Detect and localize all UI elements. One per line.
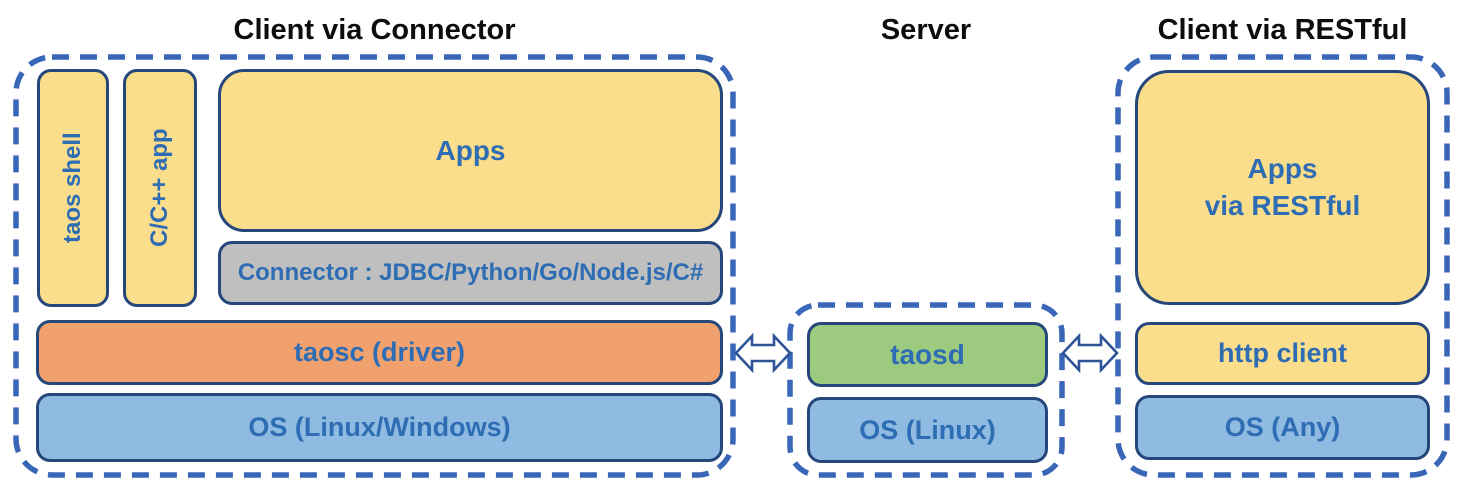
double-arrow-icon: [734, 332, 792, 374]
apps-via-restful-line2: via RESTful: [1204, 189, 1361, 221]
taos-shell-box: taos shell: [37, 69, 109, 307]
apps-via-restful-box: Apps via RESTful: [1135, 70, 1430, 305]
group-client-via-restful: Apps via RESTful http client OS (Any): [1118, 57, 1447, 475]
http-client-box: http client: [1135, 322, 1430, 385]
apps-box: Apps: [218, 69, 723, 232]
client-connector-title: Client via Connector: [233, 14, 516, 46]
os-any-box: OS (Any): [1135, 395, 1430, 460]
group-server: taosd OS (Linux): [790, 305, 1062, 475]
os-linux-windows-box: OS (Linux/Windows): [36, 393, 723, 462]
taosc-driver-box: taosc (driver): [36, 320, 723, 385]
group-client-via-connector: taos shell C/C++ app Apps Connector : JD…: [16, 57, 733, 475]
connector-box: Connector : JDBC/Python/Go/Node.js/C#: [218, 241, 723, 305]
cpp-app-box: C/C++ app: [123, 69, 197, 307]
os-linux-box: OS (Linux): [807, 397, 1048, 463]
server-title: Server: [880, 14, 972, 46]
client-restful-title: Client via RESTful: [1157, 14, 1408, 46]
double-arrow-icon: [1061, 332, 1119, 374]
apps-via-restful-line1: Apps: [1247, 152, 1318, 184]
taosd-box: taosd: [807, 322, 1048, 387]
